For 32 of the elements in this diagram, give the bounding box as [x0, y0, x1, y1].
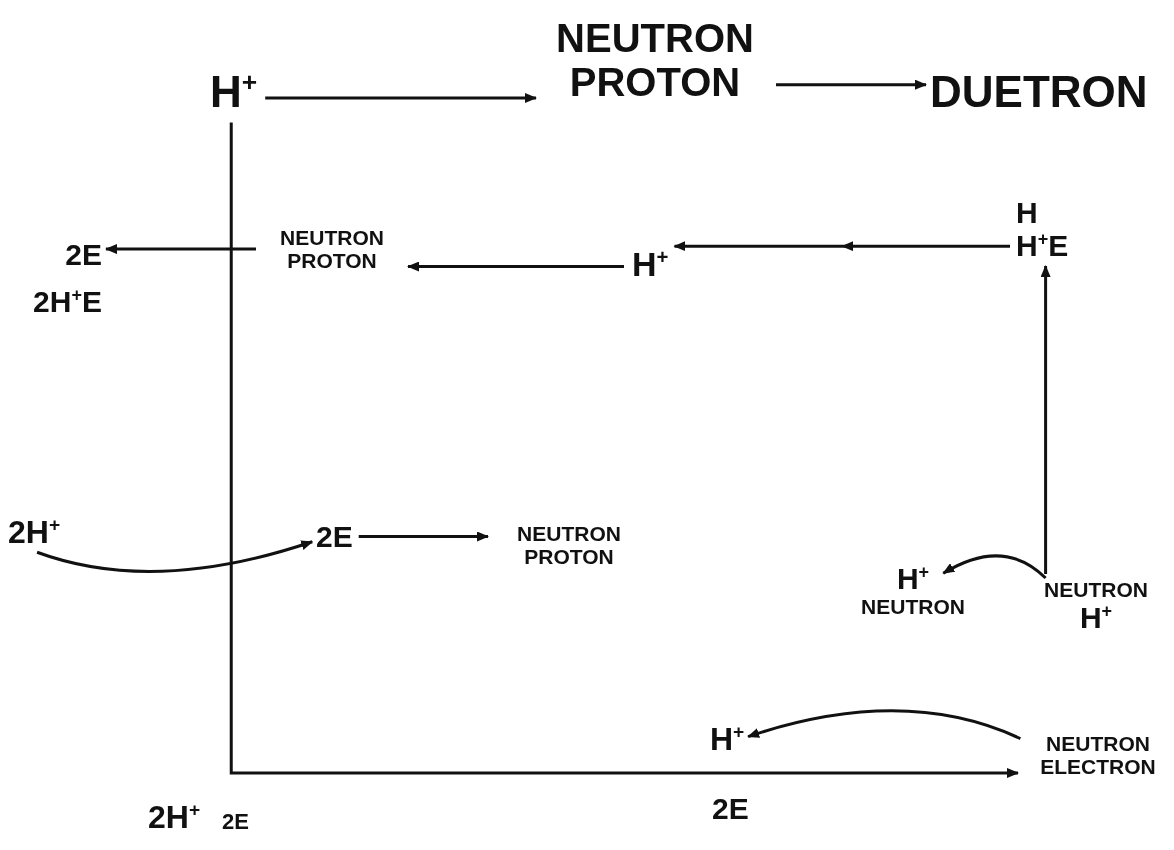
particle-label: H$^{+}$E	[1016, 229, 1070, 262]
arrow	[358, 531, 489, 542]
particle-label: NEUTRON PROTON	[494, 522, 644, 569]
arrow	[942, 554, 1047, 580]
arrow	[747, 709, 1021, 740]
particle-label: 2E	[222, 810, 249, 835]
particle-label: NEUTRON	[1043, 578, 1149, 602]
particle-label: NEUTRON ELECTRON	[1024, 732, 1172, 779]
arrow	[776, 79, 927, 90]
particle-label: 2H$^{+}$	[8, 515, 61, 551]
particle-label: H$^{+}$	[895, 562, 931, 595]
particle-label: 2E	[316, 520, 353, 553]
arrow	[407, 261, 624, 272]
particle-label: H$^{+}$	[1078, 601, 1114, 635]
particle-label: 2H$^{+}$	[148, 800, 201, 836]
arrow	[1040, 265, 1051, 574]
arrow	[105, 244, 256, 255]
particle-label: H$^{+}$	[710, 722, 745, 758]
arrow	[229, 122, 1019, 778]
arrow	[36, 540, 314, 573]
arrow	[265, 93, 537, 103]
particle-label: H$^{+}$	[210, 68, 258, 117]
particle-label: NEUTRON	[860, 595, 966, 619]
particle-label: 2E	[64, 238, 102, 271]
particle-label: DUETRON	[930, 68, 1148, 117]
particle-label: 2H$^{+}$E	[32, 285, 102, 318]
particle-label: NEUTRON PROTON	[262, 226, 402, 273]
particle-label: H	[1016, 196, 1039, 229]
edge-label: 2E	[712, 792, 749, 825]
particle-label: H$^{+}$	[632, 246, 669, 284]
arrow	[673, 241, 1010, 251]
particle-label: NEUTRON PROTON	[540, 16, 770, 104]
